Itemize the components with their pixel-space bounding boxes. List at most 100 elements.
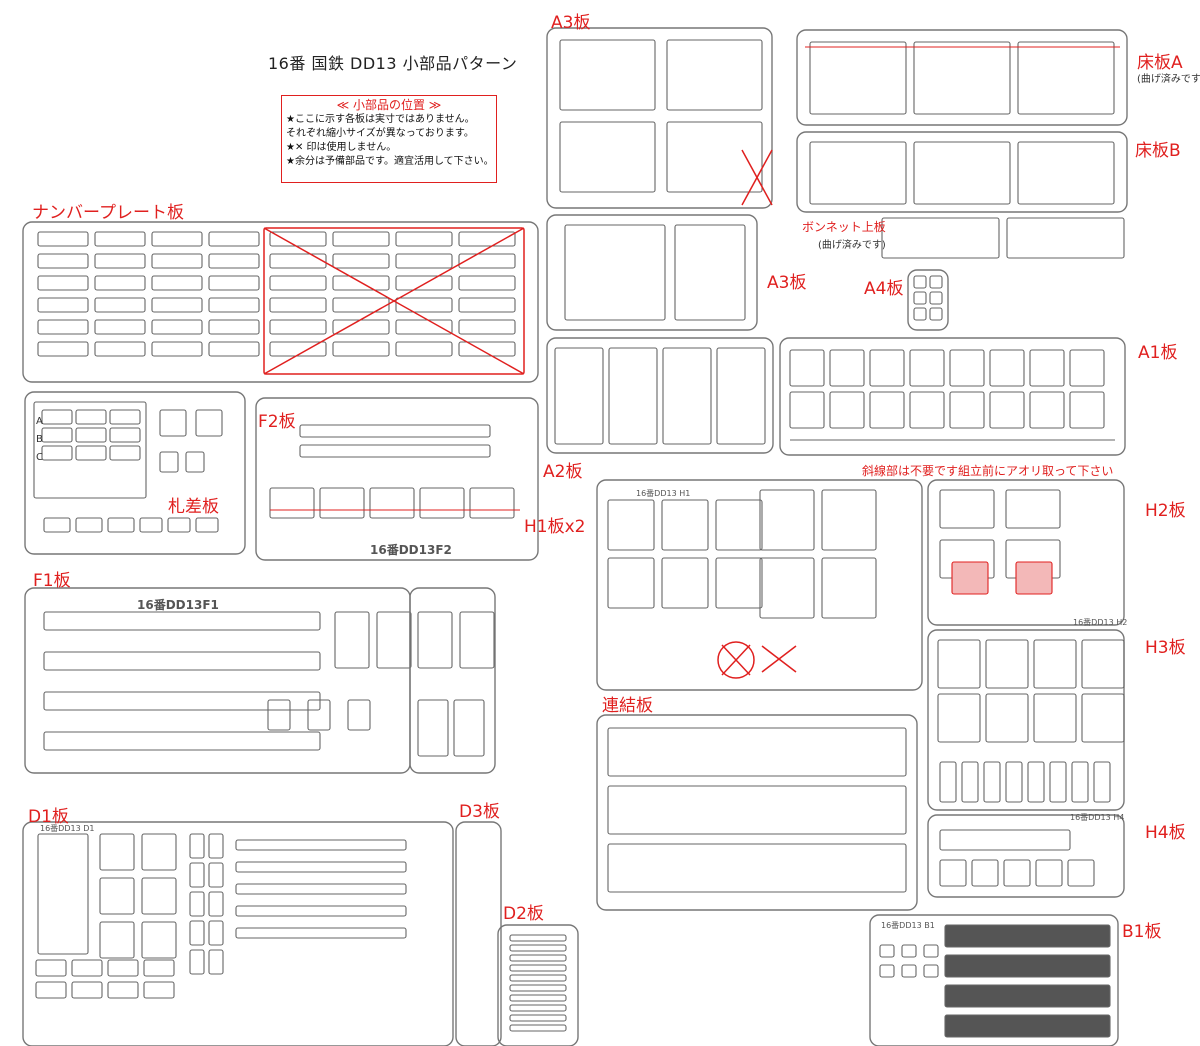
a1-part <box>909 391 945 429</box>
number-plate-part <box>37 319 89 335</box>
h1-part <box>607 557 655 609</box>
floor-a-fret <box>796 29 1128 126</box>
h3-part <box>1033 639 1077 689</box>
plate-mark-h1: 16番DD13 H1 <box>636 489 691 498</box>
number-plate-part <box>208 231 260 247</box>
fuda-fret <box>24 391 246 555</box>
a3-part <box>666 121 763 193</box>
a4-part <box>913 275 927 289</box>
fuda-part <box>185 451 205 473</box>
number-plate-part <box>269 275 327 291</box>
number-plate-part <box>208 253 260 269</box>
fuda-part <box>109 427 141 443</box>
h3-small-part <box>1093 761 1111 803</box>
number-plate-part <box>332 319 390 335</box>
number-plate-part <box>151 297 203 313</box>
d1-part <box>99 877 135 915</box>
number-plate-part <box>269 297 327 313</box>
f1-fret <box>24 587 411 774</box>
label-floor-b: 床板B <box>1135 141 1181 161</box>
d1-part <box>141 833 177 871</box>
number-plate-part <box>395 253 453 269</box>
f1-window <box>417 699 449 757</box>
number-plate-part <box>151 341 203 357</box>
number-plate-part <box>458 297 516 313</box>
notes-line: ★ここに示す各板は実寸ではありません。 <box>286 114 475 125</box>
d1-small-part <box>71 959 103 977</box>
label-a3-top: A3板 <box>551 13 591 33</box>
h3-part <box>937 693 981 743</box>
a4-part <box>929 275 943 289</box>
fuda-part <box>41 409 73 425</box>
h3-part <box>1033 693 1077 743</box>
number-plate-part <box>332 275 390 291</box>
d1-strip <box>235 861 407 873</box>
a1-part <box>909 349 945 387</box>
label-floor-a: 床板A <box>1137 53 1183 73</box>
number-plate-part <box>208 297 260 313</box>
fuda-part <box>159 451 179 473</box>
f2-part <box>369 487 415 519</box>
a3-mid-fret <box>546 214 758 331</box>
h3-small-part <box>1071 761 1089 803</box>
label-hatch-note: 斜線部は不要です組立前にアオリ取って下さい <box>862 464 1114 478</box>
label-h4: H4板 <box>1145 823 1186 843</box>
plate-mark-f2: 16番DD13F2 <box>370 543 452 557</box>
number-plate-part <box>395 231 453 247</box>
number-plate-part <box>458 341 516 357</box>
a2-part <box>662 347 712 445</box>
d1-small-part <box>35 959 67 977</box>
a2-fret <box>546 337 774 454</box>
floor-b-part <box>1017 141 1115 205</box>
label-d3: D3板 <box>459 802 500 822</box>
h4-part <box>971 859 999 887</box>
fuda-part <box>75 517 103 533</box>
a1-fret <box>779 337 1126 456</box>
number-plate-part <box>37 253 89 269</box>
f1-louver-strip <box>43 611 321 631</box>
number-plate-part <box>332 341 390 357</box>
unused-area <box>263 227 525 375</box>
a1-part <box>789 349 825 387</box>
page-title: 16番 国鉄 DD13 小部品パターン <box>268 54 518 73</box>
fuda-part <box>75 427 107 443</box>
unused-cross-mark <box>741 149 773 206</box>
h2-hatched-part <box>1015 561 1053 595</box>
b1-part <box>944 954 1111 978</box>
label-bonnet: ボンネット上板 <box>802 220 886 234</box>
label-b1: B1板 <box>1122 922 1162 942</box>
number-plate-part <box>458 275 516 291</box>
a3-top-fret <box>546 27 773 209</box>
notes-line: ★✕ 印は使用しません。 <box>286 142 397 153</box>
number-plate-part <box>269 341 327 357</box>
number-plate-part <box>395 341 453 357</box>
a1-part <box>989 349 1025 387</box>
d3-fret <box>455 821 502 1046</box>
a1-part <box>1069 349 1105 387</box>
number-plate-part <box>94 231 146 247</box>
unused-cross-mark <box>263 227 525 375</box>
notes-line: ★余分は予備部品です。適宜活用して下さい。 <box>286 156 494 167</box>
h3-part <box>1081 639 1125 689</box>
number-plate-part <box>458 253 516 269</box>
fuda-subframe <box>33 401 147 499</box>
f1-louver-strip <box>43 691 321 711</box>
h1-part <box>661 499 709 551</box>
d1-small-part <box>143 959 175 977</box>
number-plate-part <box>332 253 390 269</box>
label-d2: D2板 <box>503 904 544 924</box>
d1-part <box>141 921 177 959</box>
fuda-part <box>75 445 107 461</box>
d2-strip <box>509 1004 567 1012</box>
a2-part <box>716 347 766 445</box>
h1-part <box>821 557 877 619</box>
a1-part <box>869 349 905 387</box>
h3-small-part <box>961 761 979 803</box>
number-plate-part <box>94 253 146 269</box>
fuda-part <box>109 445 141 461</box>
h1-part <box>607 499 655 551</box>
a1-part <box>989 391 1025 429</box>
h1-part <box>821 489 877 551</box>
d2-strip <box>509 974 567 982</box>
h3-small-part <box>939 761 957 803</box>
